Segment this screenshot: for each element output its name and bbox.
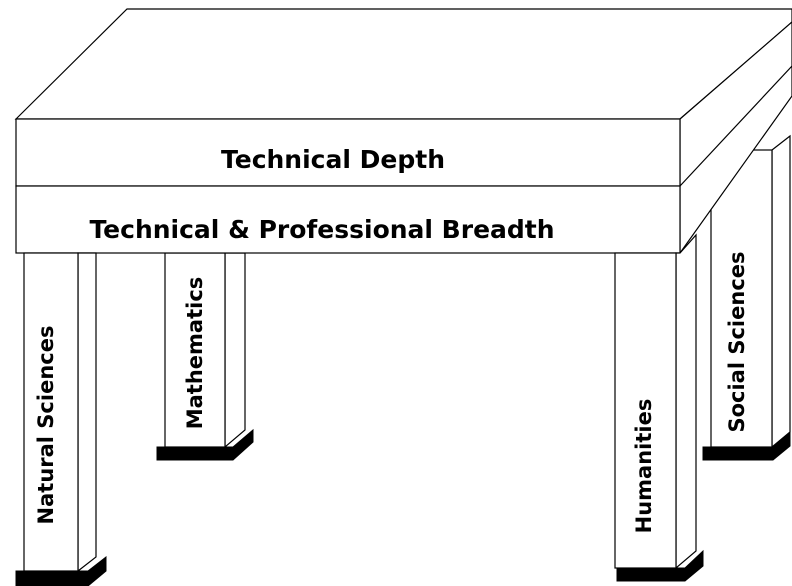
tabletop-surface — [14, 8, 792, 120]
leg-front-humanities — [614, 252, 677, 569]
leg-side-natural-sciences — [77, 252, 97, 573]
leg-front-natural-sciences — [23, 252, 79, 572]
leg-front-social-sciences — [710, 149, 773, 448]
tabletop-side-seam — [679, 65, 792, 187]
leg-social-sciences: Social Sciences — [702, 134, 791, 461]
band-label-technical-professional-breadth: Technical & Professional Breadth — [89, 215, 554, 244]
leg-humanities: Humanities — [614, 233, 704, 582]
leg-label-social-sciences: Social Sciences — [725, 251, 749, 432]
leg-label-mathematics: Mathematics — [183, 277, 207, 430]
leg-natural-sciences: Natural Sciences — [15, 252, 107, 586]
leg-side-mathematics — [224, 252, 246, 449]
leg-foot-humanities — [616, 549, 704, 582]
leg-side-social-sciences — [771, 134, 791, 449]
band-technical-professional-breadth — [15, 185, 681, 254]
leg-foot-mathematics — [156, 428, 254, 461]
leg-side-humanities — [675, 233, 697, 570]
leg-label-humanities: Humanities — [632, 399, 656, 534]
leg-foot-social-sciences — [702, 430, 791, 461]
leg-front-mathematics — [164, 252, 226, 448]
band-label-technical-depth: Technical Depth — [221, 145, 445, 174]
leg-mathematics: Mathematics — [156, 252, 254, 461]
leg-label-natural-sciences: Natural Sciences — [34, 326, 58, 525]
